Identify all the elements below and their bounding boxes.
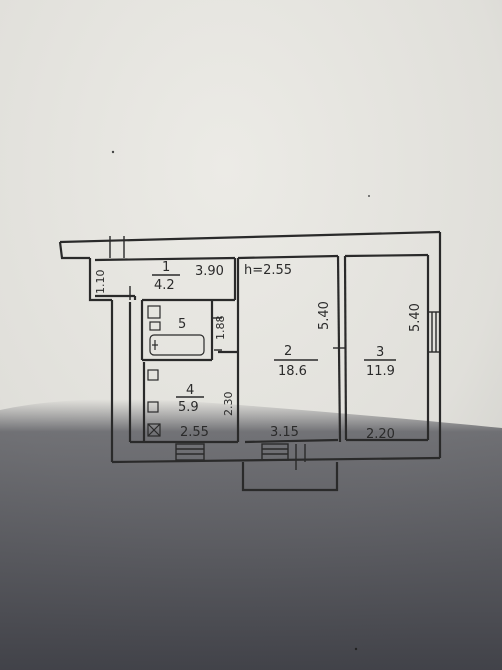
paper-speck [111,150,115,154]
kitchen-fixtures [147,369,161,437]
bathroom-fixtures [147,305,205,356]
dim-entry-side: 1.10 [94,270,107,295]
room-1-number: 1 [162,260,170,275]
dim-room2-side: 5.40 [317,301,332,330]
dim-room3-side: 5.40 [408,303,423,332]
room-3-area: 11.9 [366,364,395,379]
windows [109,236,441,492]
dim-ceiling-height: h=2.55 [244,263,292,278]
dim-kitchen-side: 2.30 [222,392,235,417]
dim-bath-side: 1.88 [214,316,227,341]
room-4-number: 4 [186,383,194,398]
dim-corridor-width: 3.90 [195,264,224,279]
paper-speck [354,647,358,651]
room-1-area: 4.2 [154,278,175,293]
dim-room3-bottom: 2.20 [366,427,395,442]
room-2-area: 18.6 [278,364,307,379]
doors [212,317,345,356]
room-4-area: 5.9 [178,400,199,415]
paper-speck [368,195,370,197]
hand-shadow [0,399,502,670]
room-2-number: 2 [284,344,292,359]
room-3-number: 3 [376,345,384,360]
room-5-number: 5 [178,317,186,332]
dim-room2-bottom: 3.15 [270,425,299,440]
dim-kitchen-bottom: 2.55 [180,425,209,440]
